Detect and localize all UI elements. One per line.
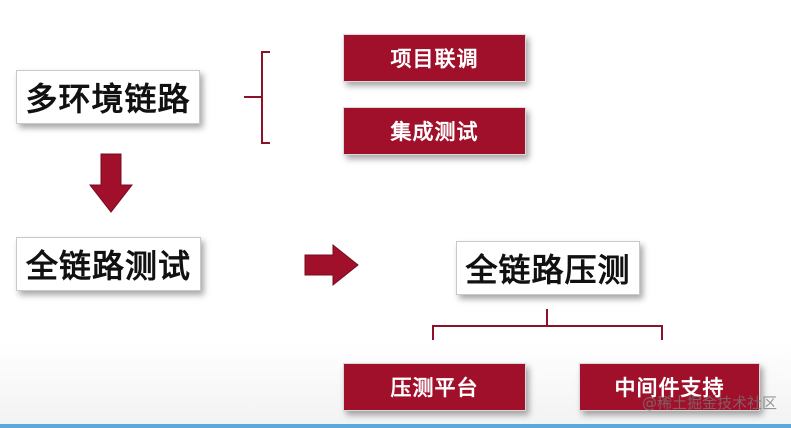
node-multi-env: 多环境链路 [16,70,200,124]
node-label: 全链路压测 [465,251,631,289]
node-middleware-support: 中间件支持 [579,363,760,411]
brace-bottom [432,309,663,340]
brace-top [244,51,270,144]
node-full-link-stress: 全链路压测 [456,241,640,295]
node-label: 全链路测试 [25,247,191,285]
node-project-joint: 项目联调 [343,34,526,82]
node-label: 压测平台 [390,376,479,400]
node-integration-test: 集成测试 [343,107,526,155]
down-arrow [88,153,134,213]
node-label: 中间件支持 [614,376,725,400]
node-label: 多环境链路 [25,80,191,118]
node-full-link-test: 全链路测试 [16,237,201,291]
right-arrow [304,243,359,287]
node-label: 项目联调 [390,47,479,71]
watermark: @稀土掘金技术社区 [641,394,777,412]
node-label: 集成测试 [390,120,479,144]
node-stress-platform: 压测平台 [343,363,526,411]
bottom-bar [0,424,791,428]
